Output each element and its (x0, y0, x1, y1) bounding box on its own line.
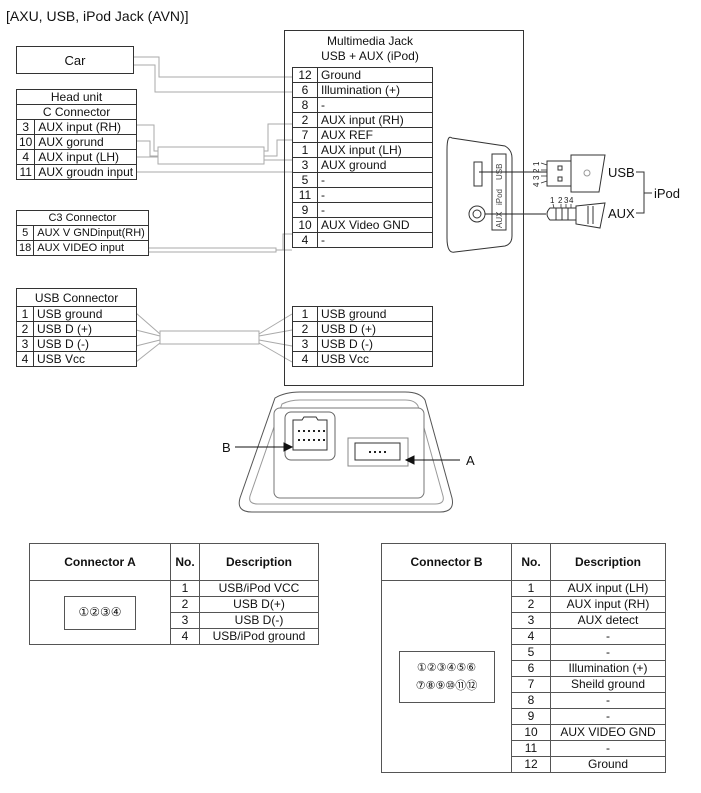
pin-row: 9- (292, 202, 433, 218)
usb-pin-label: 2 (532, 168, 541, 173)
jack-front-view (235, 391, 460, 513)
c-connector-title: C Connector (15, 104, 138, 120)
usb-plug-tip (546, 160, 572, 187)
wire-car-illum (134, 64, 292, 93)
aux-plug-label: AUX (608, 206, 635, 221)
car-label: Car (64, 52, 86, 68)
label-connector-a: A (466, 453, 475, 468)
usb-port-slot (473, 161, 483, 187)
usb-connector-title: USB Connector (16, 288, 137, 307)
diagram-title: [AXU, USB, iPod Jack (AVN)] (6, 8, 189, 24)
c3-title: C3 Connector (16, 210, 149, 226)
multimedia-jack-frame (284, 30, 524, 386)
usb-pin-label: 1 (532, 161, 541, 166)
label-connector-b: B (222, 440, 231, 455)
usb-plug-body (570, 154, 606, 193)
aux-pin-label: 3 (564, 196, 569, 205)
usb-plug-label: USB (608, 165, 635, 180)
wire-car-ground (134, 56, 292, 78)
shield-bundle-usb (159, 330, 260, 345)
pin-row: 4- (292, 232, 433, 248)
connector-b-pin-layout: ①②③④⑤⑥ ⑦⑧⑨⑩⑪⑫ (398, 650, 495, 703)
connector-a-header: Connector A (29, 543, 171, 581)
panel-label-aux: AUX (495, 211, 504, 228)
wire-aux-gnd (136, 140, 158, 157)
panel-label-usb: USB (495, 164, 504, 180)
shield-bundle-video (145, 247, 277, 253)
ipod-bracket (636, 171, 645, 214)
panel-label-ipod: iPod (495, 189, 504, 205)
connector-a-diagram: ①②③④ (29, 580, 171, 645)
pin-row: 11- (292, 187, 433, 203)
pin-row: 8- (292, 97, 433, 113)
aux-pin-label: 2 (558, 196, 563, 205)
connector-b-table: Connector B No. Description ①②③④⑤⑥ ⑦⑧⑨⑩⑪… (381, 543, 666, 773)
car-box: Car (16, 46, 134, 74)
description-header: Description (199, 543, 319, 581)
pin-row: 5- (292, 172, 433, 188)
connector-a-pin-layout: ①②③④ (64, 595, 136, 630)
usb-pin-label: 3 (532, 175, 541, 180)
shield-bundle-aux (157, 146, 265, 165)
head-unit-title: Head unit (15, 89, 138, 105)
label-strip (491, 153, 507, 231)
ipod-label: iPod (654, 186, 681, 201)
connector-b-diagram: ①②③④⑤⑥ ⑦⑧⑨⑩⑪⑫ (381, 580, 512, 773)
connector-b-header: Connector B (381, 543, 512, 581)
no-header: No. (511, 543, 551, 581)
aux-pin-label: 1 (550, 196, 555, 205)
usb-pin-label: 4 (532, 182, 541, 187)
aux-plug-body (575, 202, 606, 229)
description-header: Description (550, 543, 666, 581)
wire-aux-rh (136, 124, 158, 152)
no-header: No. (170, 543, 200, 581)
multimedia-jack-title: Multimedia Jack USB + AUX (iPod) (321, 34, 419, 63)
wiring-lines: 1 2 3 4 1 2 3 4 AUX iPod USB (134, 56, 652, 363)
aux-pin-label: 4 (569, 196, 574, 205)
